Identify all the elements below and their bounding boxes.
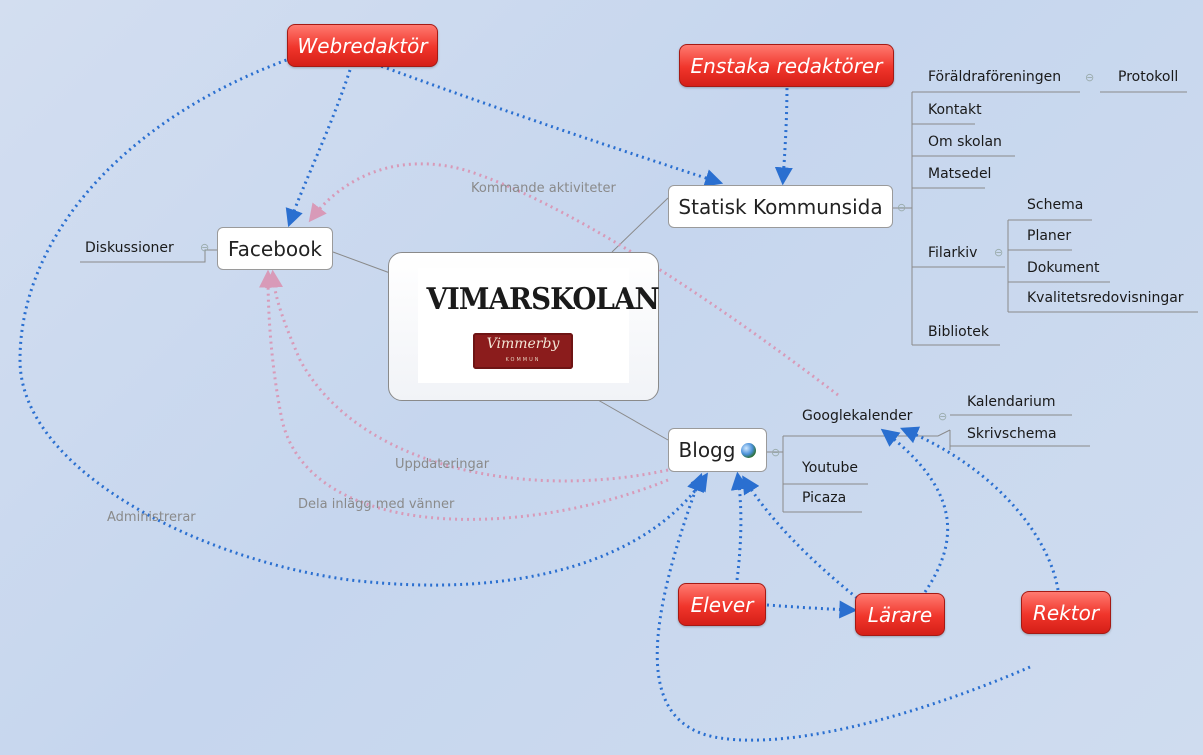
leaf-matsedel[interactable]: Matsedel — [928, 166, 992, 182]
collapse-icon[interactable]: ⊖ — [994, 246, 1004, 259]
label-kommande-aktiviteter: Kommande aktiviteter — [471, 181, 616, 196]
leaf-kvalitetsredovisningar[interactable]: Kvalitetsredovisningar — [1027, 290, 1184, 306]
role-elever[interactable]: Elever — [678, 583, 766, 626]
leaf-planer[interactable]: Planer — [1027, 228, 1072, 244]
collapse-icon[interactable]: ⊖ — [897, 201, 907, 214]
leaf-dokument[interactable]: Dokument — [1027, 260, 1100, 276]
globe-icon — [741, 442, 757, 458]
label-dela-inlagg: Dela inlägg med vänner — [298, 497, 455, 512]
logo-badge: Vimmerby KOMMUN — [473, 333, 573, 369]
leaf-bibliotek[interactable]: Bibliotek — [928, 324, 989, 340]
role-rektor[interactable]: Rektor — [1021, 591, 1111, 634]
collapse-icon[interactable]: ⊖ — [938, 410, 948, 423]
leaf-om-skolan[interactable]: Om skolan — [928, 134, 1002, 150]
logo-title: VIMARSKOLAN — [426, 282, 659, 317]
collapse-icon[interactable]: ⊖ — [771, 446, 781, 459]
leaf-googlekalender[interactable]: Googlekalender — [802, 408, 913, 424]
leaf-kalendarium[interactable]: Kalendarium — [967, 394, 1056, 410]
logo-badge-text: Vimmerby — [486, 336, 560, 352]
leaf-youtube[interactable]: Youtube — [802, 460, 858, 476]
leaf-picaza[interactable]: Picaza — [802, 490, 847, 506]
label-administrerar: Administrerar — [107, 510, 196, 525]
leaf-protokoll[interactable]: Protokoll — [1118, 69, 1179, 85]
collapse-icon[interactable]: ⊖ — [200, 241, 210, 254]
leaf-schema[interactable]: Schema — [1027, 197, 1084, 213]
statisk-kommunsida-node[interactable]: Statisk Kommunsida — [668, 185, 893, 228]
blogg-node[interactable]: Blogg — [668, 428, 767, 472]
collapse-icon[interactable]: ⊖ — [1085, 71, 1095, 84]
leaf-filarkiv[interactable]: Filarkiv — [928, 245, 978, 261]
facebook-node[interactable]: Facebook — [217, 227, 333, 270]
role-webredaktor[interactable]: Webredaktör — [287, 24, 438, 67]
logo-badge-small: KOMMUN — [505, 357, 541, 363]
leaf-diskussioner[interactable]: Diskussioner — [85, 240, 174, 256]
leaf-foraldraforeningen[interactable]: Föräldraföreningen — [928, 69, 1062, 85]
branch-lines — [80, 91, 1198, 513]
leaf-kontakt[interactable]: Kontakt — [928, 102, 982, 118]
leaf-skrivschema[interactable]: Skrivschema — [967, 426, 1057, 442]
pink-links — [259, 162, 839, 521]
role-enstaka-redaktorer[interactable]: Enstaka redaktörer — [679, 44, 894, 87]
blogg-label: Blogg — [678, 438, 736, 462]
blue-links — [18, 56, 1060, 742]
label-uppdateringar: Uppdateringar — [395, 457, 490, 472]
role-larare[interactable]: Lärare — [855, 593, 945, 636]
school-logo: VIMARSKOLAN Vimmerby KOMMUN — [418, 268, 660, 383]
